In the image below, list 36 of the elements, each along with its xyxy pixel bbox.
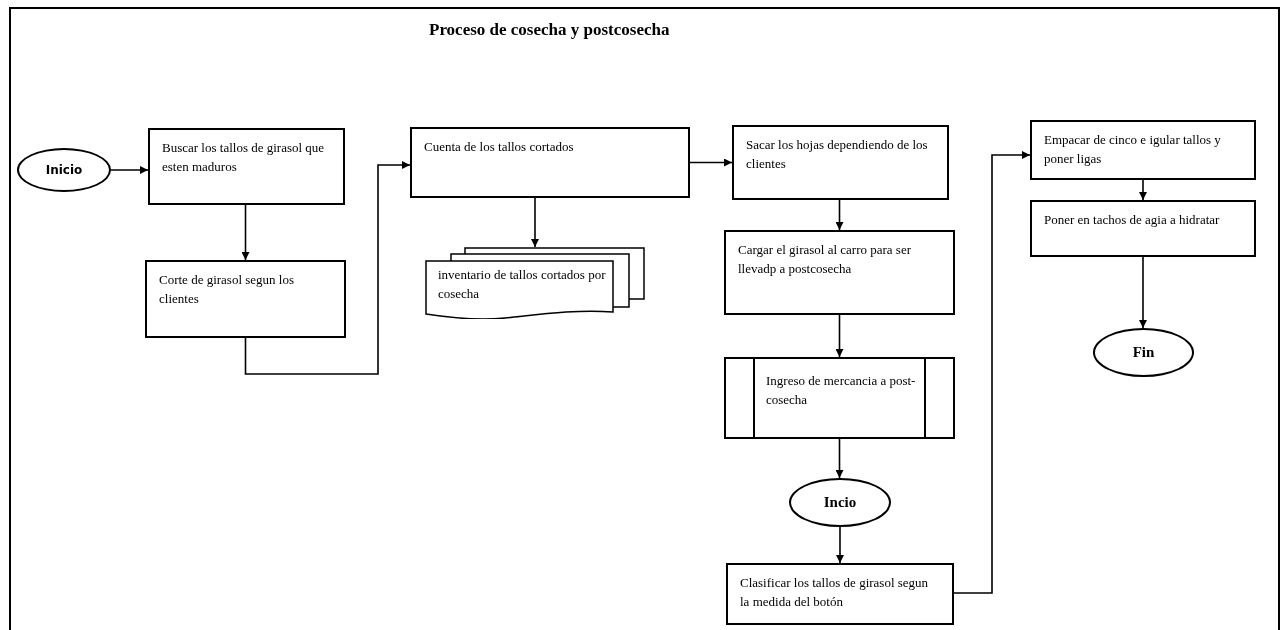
arrow bbox=[1139, 256, 1147, 329]
process-box bbox=[410, 127, 690, 198]
node-text: Empacar de cinco e igular tallos y poner ligas bbox=[1044, 132, 1221, 166]
process-box bbox=[145, 260, 346, 338]
node-text: Incio bbox=[823, 493, 857, 513]
arrow bbox=[953, 151, 1031, 594]
arrow bbox=[531, 197, 539, 248]
arrow bbox=[110, 166, 149, 174]
node-text: Sacar los hojas dependiendo de los clientes bbox=[746, 137, 928, 171]
node-text: inventario de tallos cortados por cosecha bbox=[438, 267, 606, 301]
node-text: Corte de girasol segun los clientes bbox=[159, 272, 295, 306]
node-text: Buscar los tallos de girasol que esten maduros bbox=[162, 140, 325, 174]
process-box bbox=[1030, 200, 1256, 257]
arrow bbox=[835, 314, 844, 358]
node-text: Ingreso de mercancia a post- cosecha bbox=[766, 373, 916, 407]
process-box bbox=[724, 230, 955, 315]
node-text: Poner en tachos de agia a hidratar bbox=[1044, 212, 1220, 227]
node-text: Cargar el girasol al carro para ser llevadp a postcosecha bbox=[738, 242, 911, 276]
subprocess-box bbox=[724, 357, 955, 439]
arrow bbox=[835, 199, 844, 231]
arrow bbox=[244, 161, 411, 375]
arrow bbox=[241, 204, 250, 261]
process-box bbox=[1030, 120, 1256, 180]
arrow bbox=[836, 526, 844, 564]
node-text: Clasificar los tallos de girasol segun la medida del botón bbox=[740, 575, 929, 609]
node-text: Inicio bbox=[45, 162, 83, 179]
arrow bbox=[1139, 179, 1147, 201]
process-box bbox=[148, 128, 345, 205]
arrow bbox=[689, 158, 733, 167]
node-text: Cuenta de los tallos cortados bbox=[424, 139, 574, 154]
multi-document-shape bbox=[425, 247, 645, 319]
node-text: Fin bbox=[1132, 343, 1155, 363]
diagram-title: Proceso de cosecha y postcosecha bbox=[429, 19, 670, 41]
arrow bbox=[835, 438, 844, 479]
process-box bbox=[732, 125, 949, 200]
process-box bbox=[726, 563, 954, 625]
